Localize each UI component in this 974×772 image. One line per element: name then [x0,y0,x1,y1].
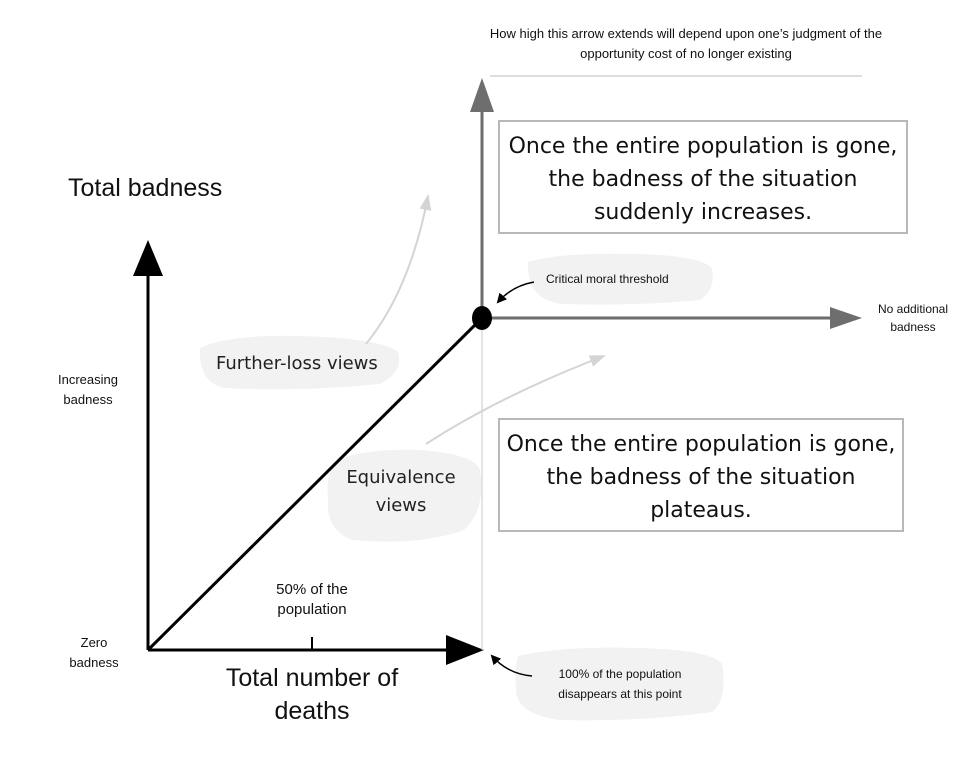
y-axis-top-label: Increasing badness [58,372,118,407]
plateau-arrow-head [830,307,862,329]
y-axis-arrowhead [133,240,163,276]
further-loss-box-line-1: Once the entire population is gone, [508,134,898,159]
top-note: How high this arrow extends will depend … [489,26,883,61]
point-100-label: 100% of the population disappears at thi… [558,667,682,701]
further-loss-box: Once the entire population is gone, the … [498,120,908,234]
further-loss-pointer [365,194,432,345]
threshold-label: Critical moral threshold [546,272,669,286]
further-loss-highlight [199,335,400,390]
equivalence-box-line-1: Once the entire population is gone, [506,432,896,457]
point-100-callout-arrow [490,654,533,677]
x-axis-arrowhead [446,635,484,665]
threshold-callout-arrow [496,281,535,304]
threshold-highlight [527,253,713,305]
equivalence-label: Equivalence views [346,467,456,516]
chart-title: Total badness [68,174,223,202]
y-axis-bottom-label: Zero badness [69,635,119,670]
threshold-point-icon [472,306,492,330]
further-loss-label: Further-loss views [216,353,378,374]
right-arrow-label: No additional badness [877,302,949,334]
equivalence-box-line-3: plateaus. [650,498,752,523]
upward-arrow-head [470,78,494,112]
equivalence-pointer [425,355,606,445]
equivalence-highlight [327,449,482,542]
badness-line [146,316,484,652]
x-axis-tick-label: 50% of the population [276,581,348,618]
equivalence-box-line-2: the badness of the situation [546,465,856,490]
point-100-highlight [515,647,724,721]
further-loss-box-line-2: the badness of the situation [548,167,858,192]
further-loss-box-line-3: suddenly increases. [593,200,813,225]
x-axis-title: Total number of deaths [225,664,399,725]
equivalence-box: Once the entire population is gone, the … [498,418,904,532]
